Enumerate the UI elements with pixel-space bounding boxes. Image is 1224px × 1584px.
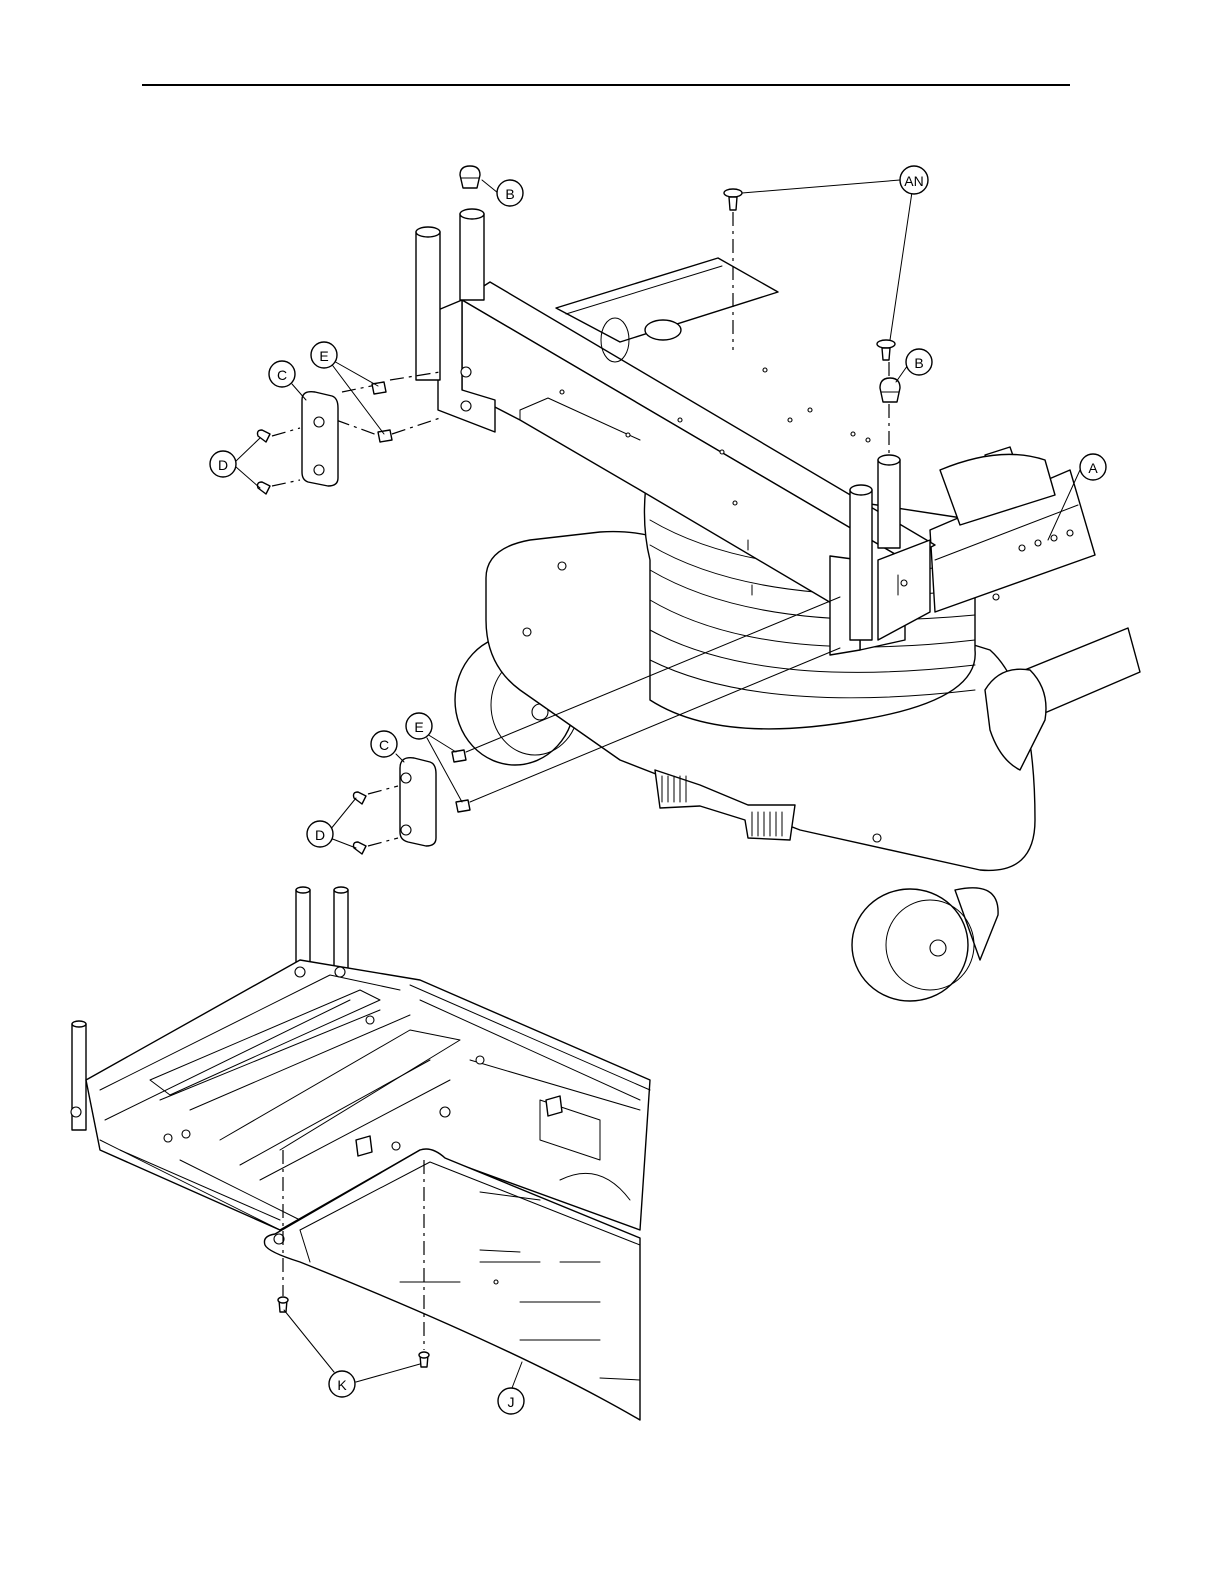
callout-c-bottom: C [371, 731, 397, 757]
bumper-c-lower [400, 758, 436, 846]
bumper-c-upper [302, 392, 338, 486]
callout-k: K [329, 1371, 355, 1397]
screw-d-upper [258, 430, 271, 494]
callout-b-top: B [497, 180, 523, 206]
callout-c-top: C [269, 361, 295, 387]
caster-wheel-front [852, 888, 998, 1001]
callout-d-top: D [210, 451, 236, 477]
upper-base-assembly [258, 166, 1141, 1001]
callout-j: J [498, 1388, 524, 1414]
post-cap-b-right [880, 378, 900, 402]
clip-e-upper [372, 382, 392, 442]
svg-text:D: D [218, 457, 228, 473]
callout-d-bottom: D [307, 821, 333, 847]
svg-text:B: B [914, 355, 923, 371]
svg-text:D: D [315, 827, 325, 843]
callout-e-bottom: E [406, 713, 432, 739]
svg-text:C: C [379, 737, 389, 753]
screw-d-lower [354, 792, 367, 854]
callout-b-right: B [906, 349, 932, 375]
callout-a: A [1080, 454, 1106, 480]
callout-e-top: E [311, 342, 337, 368]
svg-text:E: E [319, 348, 328, 364]
svg-text:E: E [414, 719, 423, 735]
post-cap-b-top [460, 166, 480, 188]
clip-e-lower [452, 750, 470, 812]
svg-text:J: J [508, 1394, 515, 1410]
svg-text:A: A [1088, 460, 1098, 476]
side-tube [985, 628, 1140, 770]
lower-frame-assembly [71, 887, 650, 1230]
svg-text:C: C [277, 367, 287, 383]
svg-text:B: B [505, 186, 514, 202]
svg-text:AN: AN [904, 173, 923, 189]
svg-text:K: K [337, 1377, 347, 1393]
screw-an-top [724, 189, 742, 210]
screw-k [278, 1297, 429, 1367]
callout-an: AN [900, 166, 928, 194]
screw-an-right [877, 340, 895, 360]
